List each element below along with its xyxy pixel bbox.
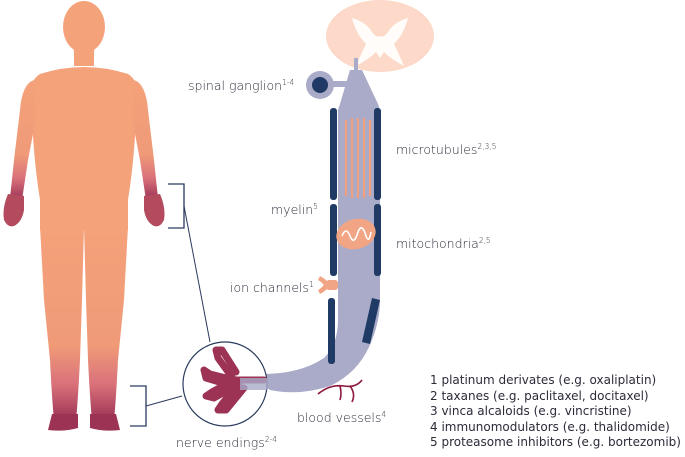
body-left-hand [3, 194, 24, 227]
nerve-ending-fiber [240, 378, 268, 390]
body-head [63, 1, 105, 53]
mitochondrion [336, 218, 376, 250]
spinal-ganglion-core [312, 77, 328, 93]
body-neck [74, 48, 94, 66]
body-left-foot [48, 414, 78, 431]
myelin-segment [374, 204, 381, 276]
nerve-axon [262, 70, 380, 393]
body-right-arm [132, 80, 158, 200]
spinal-cord-section [326, 0, 434, 72]
legend-item: 1 platinum derivates (e.g. oxaliplatin) [430, 373, 657, 387]
myelin-segment [328, 298, 335, 364]
label-spinal-ganglion: spinal ganglion1-4 [188, 77, 295, 93]
label-myelin: myelin5 [271, 201, 318, 217]
myelin-segment [330, 204, 337, 276]
label-blood-vessels: blood vessels4 [297, 409, 387, 425]
label-mitochondria: mitochondria2,5 [396, 235, 491, 251]
body-left-arm [10, 80, 36, 200]
foot-connector-line [145, 395, 183, 407]
legend-item: 2 taxanes (e.g. paclitaxel, docitaxel) [430, 388, 649, 403]
microtubules [344, 118, 372, 198]
myelin-sheath [328, 108, 381, 364]
label-ion-channels: ion channels1 [230, 279, 314, 295]
myelin-segment [362, 298, 380, 344]
body-torso [30, 67, 138, 230]
label-microtubules: microtubules2,3,5 [396, 141, 497, 157]
label-nerve-endings: nerve endings2-4 [176, 434, 278, 450]
legend-item: 5 proteasome inhibitors (e.g. bortezomib… [430, 435, 681, 449]
nerve-endings-inset [182, 341, 268, 427]
nerve-ending-branches [200, 346, 268, 414]
hand-connector-line [183, 205, 211, 343]
legend-item: 4 immunomodulators (e.g. thalidomide) [430, 419, 670, 434]
blood-vessel [317, 379, 363, 403]
body-left-leg [40, 226, 84, 420]
ion-channel [318, 276, 338, 294]
foot-bracket [130, 385, 147, 427]
myelin-segment [330, 108, 337, 200]
myelin-segment [374, 108, 381, 200]
body-right-leg [84, 226, 128, 420]
human-body-figure [3, 1, 165, 431]
spinal-cord-grey-matter [352, 18, 408, 66]
drug-class-legend: 1 platinum derivates (e.g. oxaliplatin) … [430, 373, 681, 451]
body-right-hand [144, 194, 165, 227]
legend-item: 3 vinca alcaloids (e.g. vincristine) [430, 404, 632, 418]
hand-bracket [168, 183, 185, 229]
body-right-foot [90, 414, 120, 431]
